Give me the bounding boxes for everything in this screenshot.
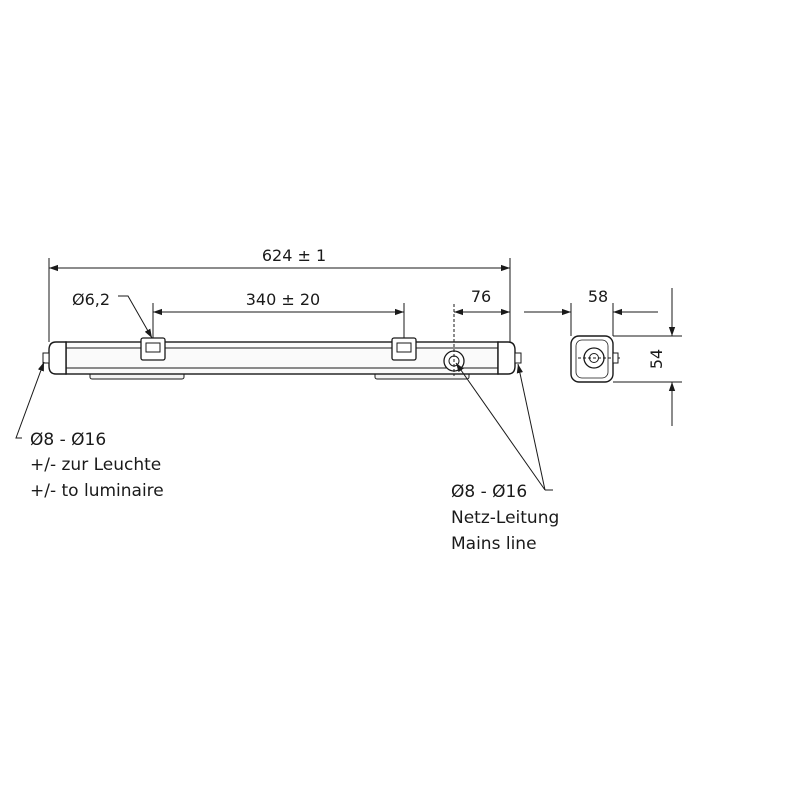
hole-diameter-callout: Ø6,2 [72,290,153,339]
mains-cable-line1: Ø8 - Ø16 [451,482,527,502]
cable-gland-right [514,352,522,364]
mains-cable-line2: Netz-Leitung [451,508,559,528]
end-cable-line3: +/- to luminaire [30,481,164,501]
mains-cable-line3: Mains line [451,534,537,554]
dimension-cable-offset: 76 [454,287,511,342]
end-cap-right [497,341,516,375]
clip-spacing-label: 340 ± 20 [246,290,320,309]
dimension-clip-spacing: 340 ± 20 [152,290,405,338]
luminaire-tube [65,341,499,375]
end-cable-line1: Ø8 - Ø16 [30,430,106,450]
dimension-height: 54 [613,288,682,426]
mains-cable-entry [443,304,465,376]
dimension-width: 58 [524,287,658,336]
height-label: 54 [647,349,666,369]
cable-offset-label: 76 [471,287,491,306]
mounting-clip-left [140,337,166,361]
mounting-clip-right [391,337,417,361]
luminaire-front-view [42,304,522,380]
cable-gland-left [42,352,50,364]
end-cable-line2: +/- zur Leuchte [30,455,161,475]
mains-cable-callout: Ø8 - Ø16 Netz-Leitung Mains line [451,362,559,554]
end-cable-callout: Ø8 - Ø16 +/- zur Leuchte +/- to luminair… [15,361,164,501]
width-label: 58 [588,287,608,306]
luminaire-side-view [570,335,620,383]
end-cap-left [48,341,67,375]
overall-length-label: 624 ± 1 [262,246,326,265]
hole-diameter-label: Ø6,2 [72,290,110,309]
